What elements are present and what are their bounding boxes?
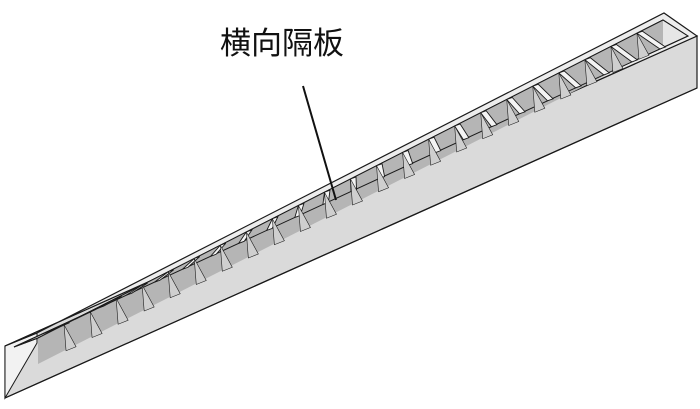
partition-shadow (115, 298, 129, 325)
transverse-partition (69, 309, 96, 322)
partition-shadow (584, 59, 598, 87)
transverse-partition (210, 242, 227, 257)
partition-shadow (298, 205, 311, 232)
transverse-partition (182, 256, 201, 270)
transverse-partition (237, 229, 253, 245)
partition-shadow (532, 86, 546, 113)
transverse-partition (583, 57, 611, 76)
transverse-partition (609, 43, 639, 63)
partition-shadow (636, 33, 650, 60)
partition-shadow (272, 218, 285, 246)
transverse-partition (479, 110, 498, 128)
partition-shadow (350, 178, 363, 206)
transverse-partition (265, 215, 279, 232)
callout-leader-line (302, 85, 337, 201)
partition-shadow (428, 139, 442, 166)
partition-shadow (63, 324, 77, 352)
transverse-partition (635, 30, 667, 50)
partition-shadow (167, 271, 181, 299)
partition-shadow (402, 152, 416, 179)
partition-shadow (324, 192, 337, 219)
partition-shadow (480, 112, 494, 140)
transverse-partition (453, 123, 470, 141)
partition-shadow (193, 258, 207, 285)
beam-front-face (4, 35, 698, 399)
partition-shadow (246, 231, 259, 259)
beam-bottom-edge (4, 87, 698, 399)
transverse-partition (557, 70, 583, 89)
transverse-partition (98, 295, 122, 309)
partition-shadow (141, 284, 155, 312)
transverse-partition (531, 83, 554, 102)
partition-shadow (89, 311, 103, 338)
partition-shadow (454, 125, 468, 153)
transverse-partition (41, 322, 70, 335)
transverse-partition (505, 96, 526, 115)
partition-shadow (376, 165, 389, 193)
partition-shadow (610, 46, 624, 73)
partition-shadow (506, 99, 520, 126)
partition-shadow (558, 72, 572, 100)
partition-callout-label: 横向隔板 (220, 26, 344, 62)
partition-shadow (219, 245, 233, 272)
